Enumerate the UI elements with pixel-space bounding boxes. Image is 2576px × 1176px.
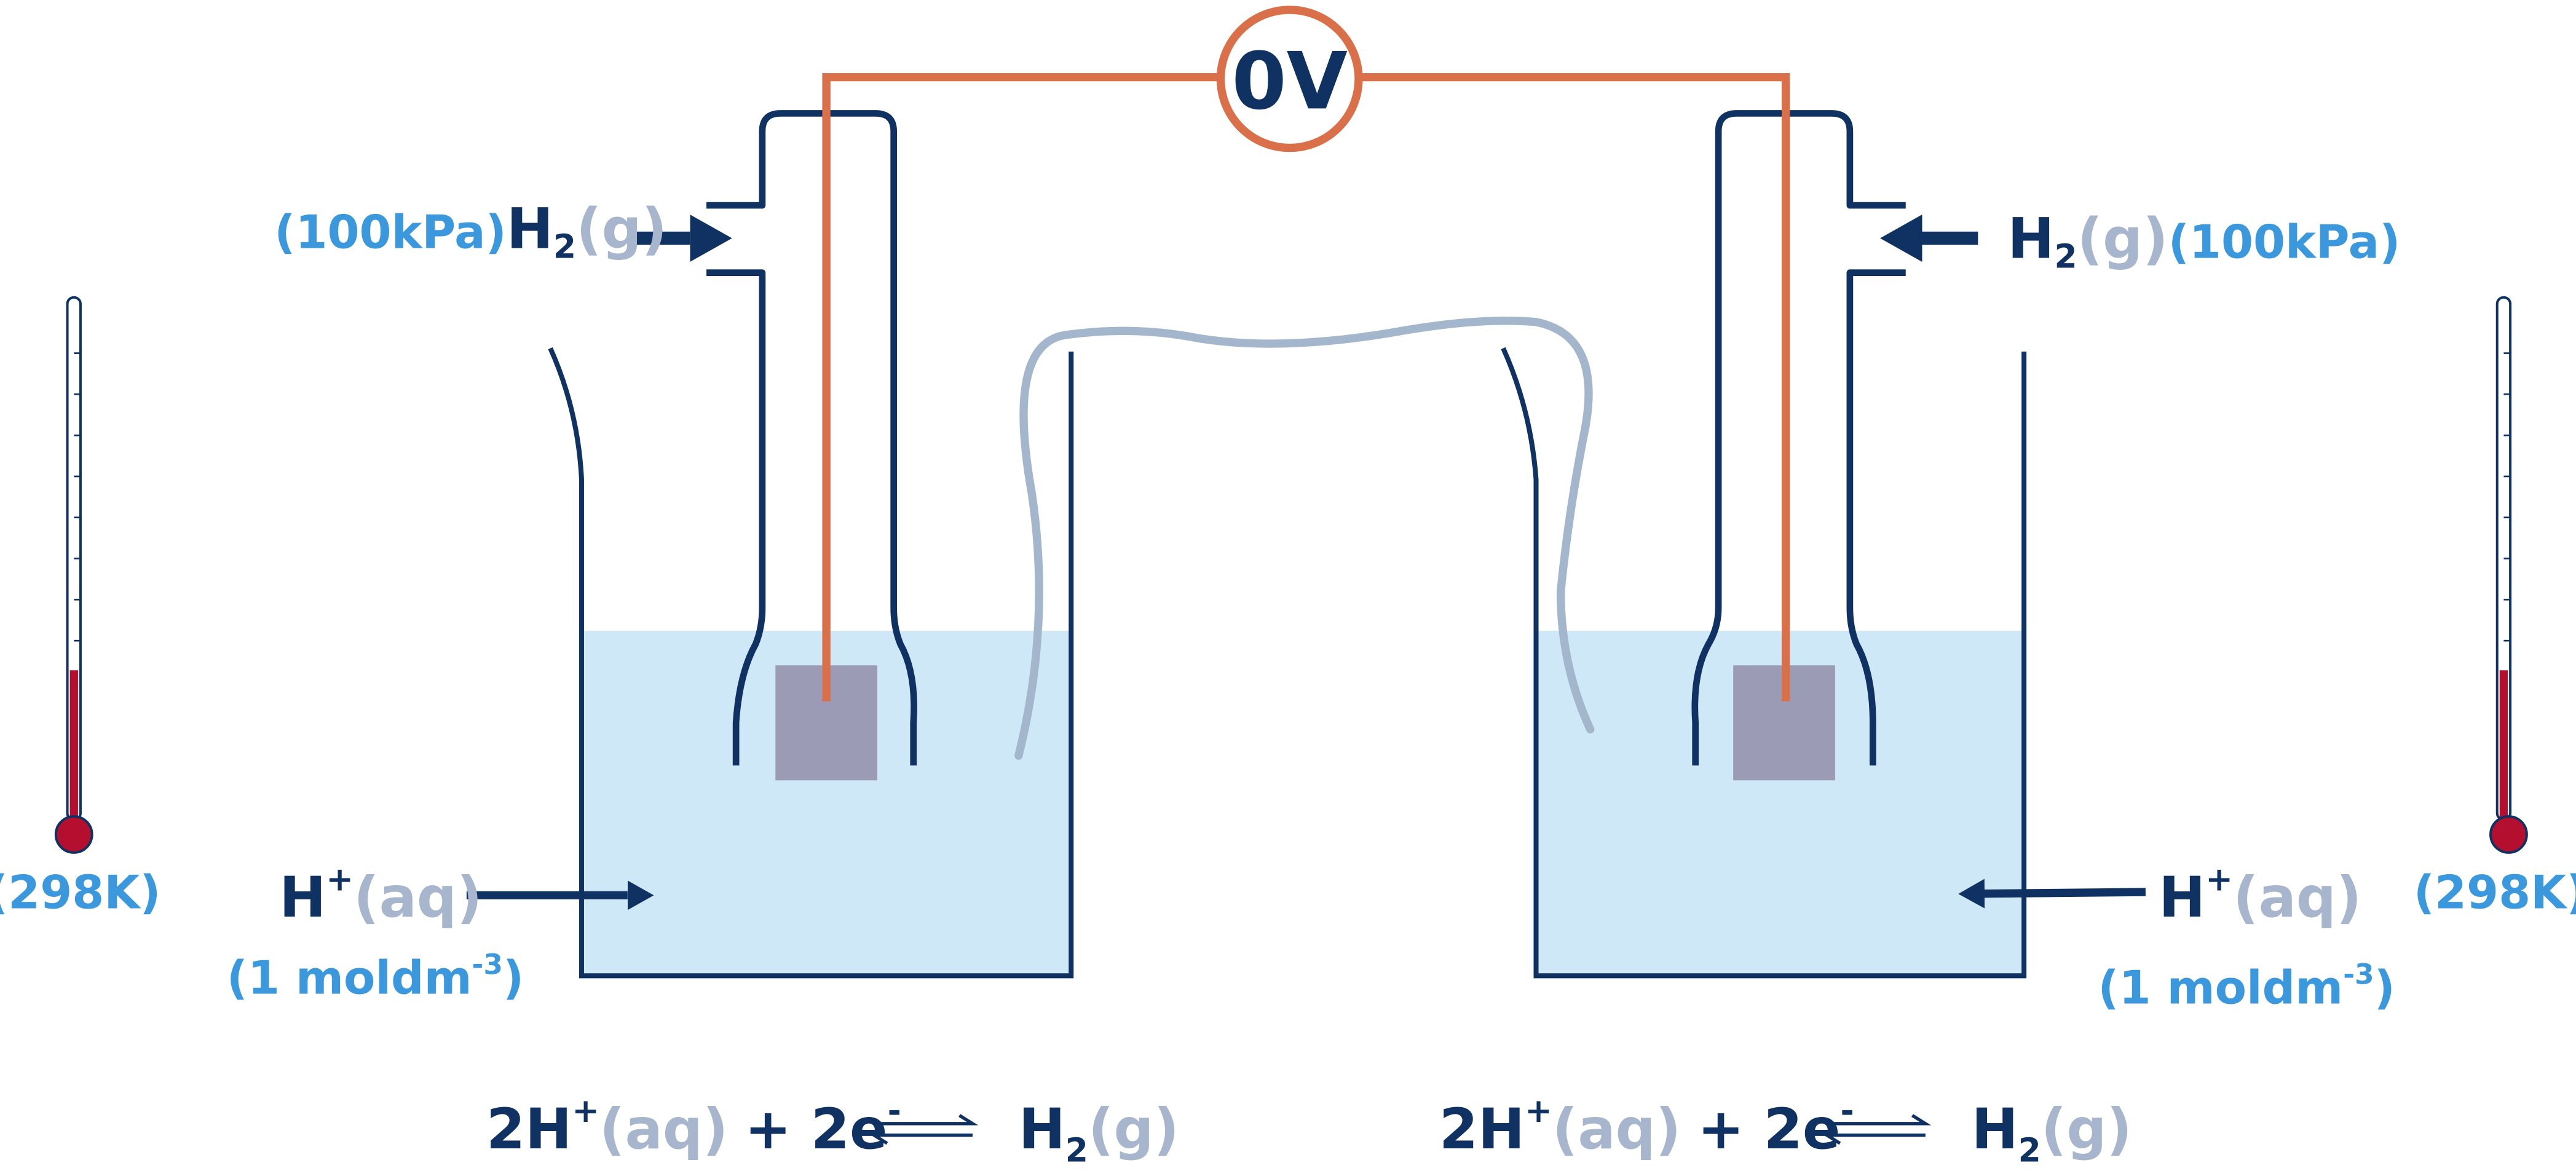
- left-eq-electrons: + 2e: [745, 1097, 888, 1162]
- left-gas-tube-outer: [706, 269, 766, 766]
- left-half-equation: 2H+(aq) + 2e-: [486, 1091, 901, 1162]
- right-concentration-label: (1 moldm-3): [2098, 958, 2395, 1015]
- right-half-equation-product: H2(g): [1972, 1097, 2132, 1169]
- left-temperature-label: (298K): [0, 866, 161, 920]
- left-gas-tube: [706, 110, 917, 766]
- right-ion-charge: +: [2205, 859, 2233, 898]
- right-eq-ion-state: (aq): [1552, 1097, 1681, 1162]
- right-ion-state: (aq): [2233, 866, 2361, 930]
- right-gas-tube-outer: [1846, 269, 1906, 766]
- left-eq-ion-state: (aq): [599, 1097, 728, 1162]
- left-beaker: [548, 347, 1074, 979]
- left-ion-formula: H: [279, 866, 326, 930]
- right-gas-subscript: 2: [2054, 237, 2077, 276]
- right-eq-ion: 2H: [1439, 1097, 1525, 1162]
- left-gas-pressure: (100kPa): [274, 206, 507, 259]
- right-ion-label: H+(aq): [2159, 859, 2361, 930]
- right-thermometer-scale: [2503, 352, 2511, 642]
- right-eq-product-state: (g): [2041, 1097, 2132, 1162]
- left-eq-product-state: (g): [1088, 1097, 1179, 1162]
- right-half-cell: [1501, 110, 2146, 979]
- left-thermometer-mercury: [69, 670, 78, 828]
- left-half-equation-product: H2(g): [1019, 1097, 1179, 1169]
- right-gas-state: (g): [2077, 207, 2168, 272]
- left-concentration-exponent: -3: [472, 949, 503, 981]
- voltmeter-reading: 0V: [1231, 36, 1347, 127]
- left-gas-subscript: 2: [553, 227, 576, 266]
- left-ion-charge: +: [326, 859, 354, 898]
- wire-right: [1360, 73, 1790, 702]
- left-equilibrium-arrows: [868, 1114, 979, 1145]
- left-thermometer-scale: [74, 352, 81, 642]
- right-eq-product: H: [1972, 1097, 2018, 1162]
- right-gas-pressure: (100kPa): [2168, 216, 2401, 269]
- right-thermometer-mercury: [2499, 670, 2508, 828]
- left-thermometer-bulb: [54, 815, 93, 854]
- left-eq-ion: 2H: [486, 1097, 572, 1162]
- right-concentration-close: ): [2374, 961, 2395, 1015]
- right-ion-formula: H: [2159, 866, 2205, 930]
- right-thermometer: [2489, 296, 2528, 854]
- left-gas-formula: H: [507, 197, 553, 262]
- left-thermometer: [54, 296, 93, 854]
- left-eq-electron-charge: -: [888, 1091, 901, 1130]
- right-eq-product-subscript: 2: [2018, 1131, 2041, 1169]
- right-equilibrium-arrows: [1821, 1114, 1932, 1145]
- left-concentration-value: (1 moldm: [227, 952, 472, 1005]
- external-circuit: 0V: [822, 6, 1790, 702]
- wire-left: [822, 73, 1219, 702]
- right-gas-label: H2(g)(100kPa): [2007, 207, 2400, 276]
- right-eq-electron-charge: -: [1841, 1091, 1854, 1130]
- right-concentration-value: (1 moldm: [2098, 961, 2343, 1015]
- right-gas-formula: H: [2007, 207, 2054, 272]
- left-eq-ion-charge: +: [572, 1091, 599, 1130]
- left-ion-label: H+(aq): [279, 859, 482, 930]
- left-concentration-label: (1 moldm-3): [227, 949, 524, 1005]
- right-half-equation: 2H+(aq)+ 2e-: [1439, 1091, 1854, 1162]
- left-eq-product-subscript: 2: [1065, 1131, 1088, 1169]
- right-concentration-exponent: -3: [2343, 958, 2374, 991]
- right-eq-ion-charge: +: [1525, 1091, 1552, 1130]
- left-ion-state: (aq): [354, 866, 482, 930]
- right-thermometer-bulb: [2489, 815, 2528, 854]
- left-concentration-close: ): [503, 952, 524, 1005]
- left-gas-label: (100kPa)H2(g): [274, 197, 667, 266]
- right-beaker: [1501, 347, 2027, 979]
- left-eq-product: H: [1019, 1097, 1065, 1162]
- right-temperature-label: (298K): [2414, 866, 2576, 920]
- left-gas-state: (g): [576, 197, 667, 262]
- right-ion-arrow: [1958, 878, 2146, 909]
- right-gas-tube: [1691, 110, 1906, 766]
- salt-bridge: [1014, 317, 1595, 760]
- right-eq-electrons: + 2e: [1697, 1097, 1841, 1162]
- voltmeter: [1216, 6, 1363, 152]
